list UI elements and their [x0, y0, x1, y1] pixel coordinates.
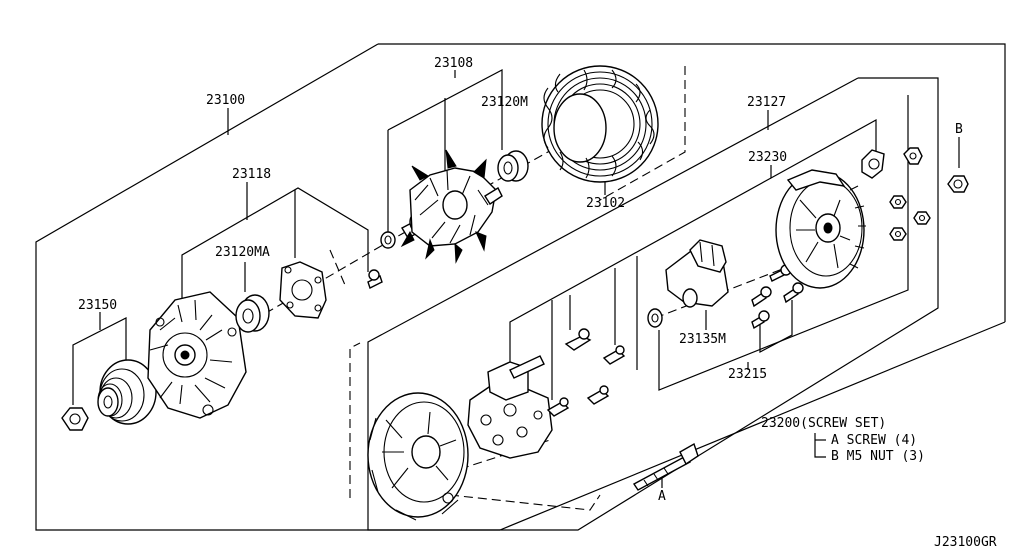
label-rotor: 23108	[434, 56, 473, 71]
pulley-nut	[61, 407, 89, 431]
label-stator: 23102	[586, 196, 625, 211]
nut-b-part	[947, 175, 969, 193]
brush-holder-part	[665, 239, 729, 308]
retainer-plate-part	[279, 261, 327, 319]
label-rear-cover: 23230	[748, 150, 787, 165]
label-rotor-bearing: 23120M	[481, 95, 528, 110]
rotor-collar	[380, 231, 396, 249]
label-pulley: 23150	[78, 298, 117, 313]
diode-studs	[546, 328, 626, 417]
label-front-bearing: 23120MA	[215, 245, 270, 260]
leader-lines	[72, 69, 960, 488]
through-bolt-part	[632, 442, 699, 491]
rear-cover-part	[775, 169, 866, 289]
front-cover-part	[147, 291, 247, 419]
rear-group-frame	[367, 77, 939, 531]
rear-housing-part	[367, 392, 469, 521]
label-assembly: 23100	[206, 93, 245, 108]
label-callout-a: A	[658, 489, 666, 504]
washer-part	[647, 308, 663, 328]
label-rear-cover-group: 23127	[747, 95, 786, 110]
label-front-cover-group: 23118	[232, 167, 271, 182]
label-screw-set-b: B M5 NUT (3)	[831, 449, 925, 464]
rotor-part	[400, 149, 503, 264]
rectifier-part	[467, 355, 553, 459]
pulley-part	[97, 359, 157, 425]
stator-part	[541, 65, 659, 183]
label-brush-holder: 23135M	[679, 332, 726, 347]
assembly-frame	[35, 43, 1006, 531]
diagram-code: J23100GR	[934, 535, 997, 550]
front-bearing-part	[235, 294, 270, 333]
plate-screw	[367, 269, 383, 289]
rotor-bearing-part	[497, 150, 529, 182]
label-callout-b: B	[955, 122, 963, 137]
terminal-parts	[861, 147, 931, 241]
label-screw-set-a: A SCREW (4)	[831, 433, 917, 448]
regulator-screws-part	[751, 264, 804, 330]
callout-labels: 23100 23108 23120M 23102 23118 23120MA 2…	[78, 56, 997, 550]
label-screw-set: 23200(SCREW SET)	[761, 416, 886, 431]
label-regulator-screws: 23215	[728, 367, 767, 382]
